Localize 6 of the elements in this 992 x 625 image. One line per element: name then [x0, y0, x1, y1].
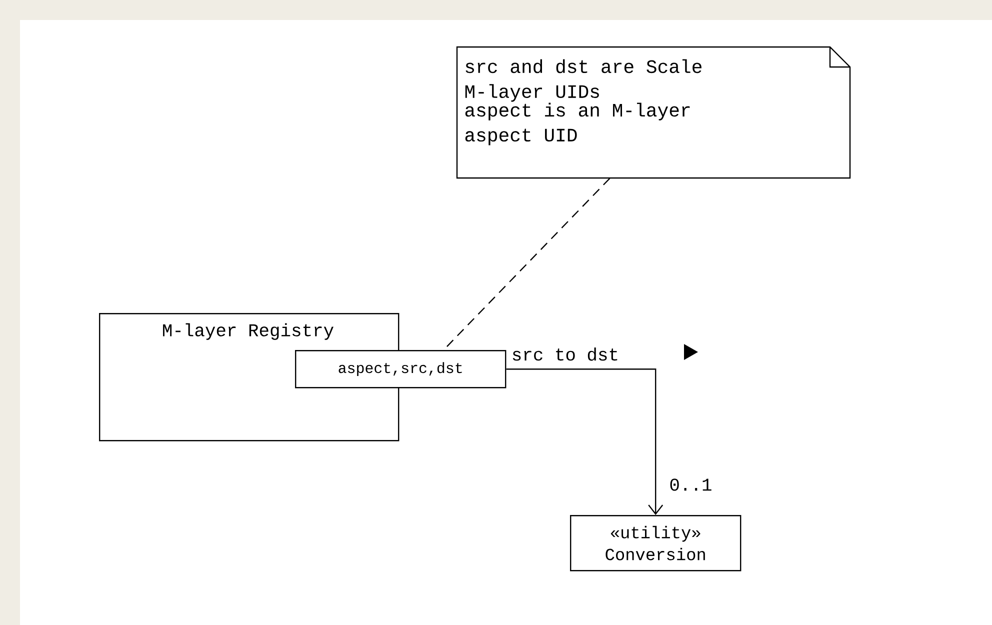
class-box: «utility» Conversion [570, 515, 742, 572]
qualifier-box: aspect,src,dst [295, 350, 506, 388]
multiplicity-label: 0..1 [670, 478, 712, 491]
association-line [506, 368, 664, 515]
edge-label: src to dst [512, 347, 618, 361]
note-box: src and dst are Scale M-layer UIDs aspect is an M-layer aspect UID [456, 46, 851, 179]
